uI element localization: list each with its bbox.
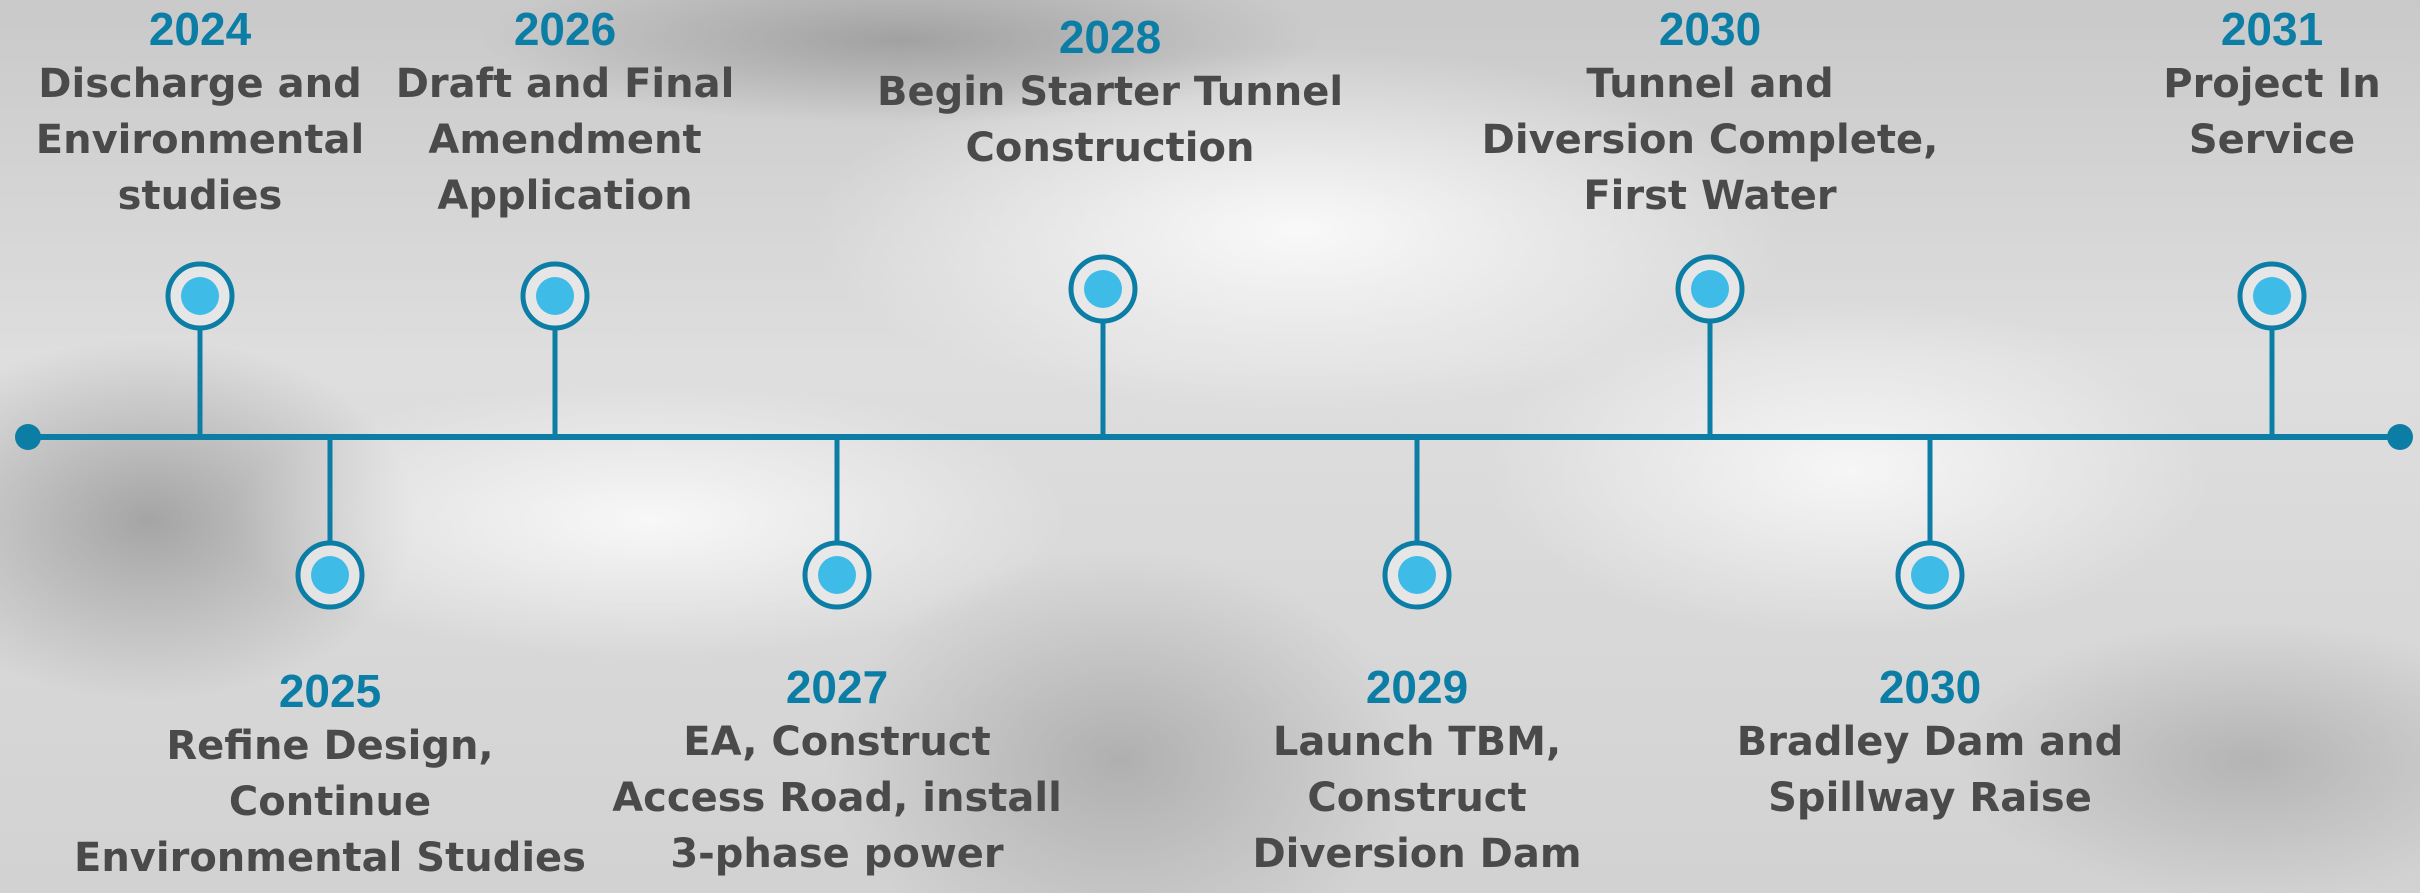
milestone-year: 2028 [1058, 11, 1162, 63]
milestone-node-dot [818, 556, 856, 594]
milestone-node-dot [2253, 277, 2291, 315]
milestone-node-dot [536, 277, 574, 315]
milestone-year: 2030 [1878, 661, 1982, 713]
milestone-label: Tunnel and Diversion Complete, First Wat… [1481, 61, 1939, 219]
milestone-label: Begin Starter Tunnel Construction [876, 69, 1344, 171]
milestone-label: Draft and Final Amendment Application [395, 61, 735, 219]
timeline-end-dot [2387, 424, 2413, 450]
milestone-node-dot [181, 277, 219, 315]
milestone-year: 2031 [2220, 3, 2324, 55]
timeline-start-dot [15, 424, 41, 450]
milestone-year: 2024 [148, 3, 252, 55]
milestone-label: Launch TBM, Construct Diversion Dam [1252, 719, 1582, 877]
milestone-2025: 2025 Refine Design, Continue Environment… [74, 664, 586, 886]
milestone-label: Bradley Dam and Spillway Raise [1736, 719, 2124, 821]
milestone-2028: 2028 Begin Starter Tunnel Construction [875, 10, 1345, 176]
milestone-year: 2027 [785, 661, 889, 713]
milestone-2029: 2029 Launch TBM, Construct Diversion Dam [1182, 660, 1652, 882]
milestone-2024: 2024 Discharge and Environmental studies [0, 2, 435, 224]
milestone-year: 2026 [513, 3, 617, 55]
milestone-node-dot [1398, 556, 1436, 594]
milestone-year: 2029 [1365, 661, 1469, 713]
milestone-2030-top: 2030 Tunnel and Diversion Complete, Firs… [1475, 2, 1945, 224]
milestone-node-dot [1691, 270, 1729, 308]
milestone-2031: 2031 Project In Service [2037, 2, 2420, 168]
milestone-node-dot [1911, 556, 1949, 594]
milestone-label: EA, Construct Access Road, install 3-pha… [612, 719, 1062, 877]
milestone-node-dot [1084, 270, 1122, 308]
milestone-label: Discharge and Environmental studies [35, 61, 365, 219]
milestone-2030-bottom: 2030 Bradley Dam and Spillway Raise [1695, 660, 2165, 826]
milestone-year: 2025 [278, 665, 382, 717]
milestone-label: Refine Design, Continue Environmental St… [74, 723, 586, 881]
milestone-node-dot [311, 556, 349, 594]
milestone-2026: 2026 Draft and Final Amendment Applicati… [330, 2, 800, 224]
milestone-label: Project In Service [2163, 61, 2381, 163]
milestone-2027: 2027 EA, Construct Access Road, install … [602, 660, 1072, 882]
milestone-year: 2030 [1658, 3, 1762, 55]
